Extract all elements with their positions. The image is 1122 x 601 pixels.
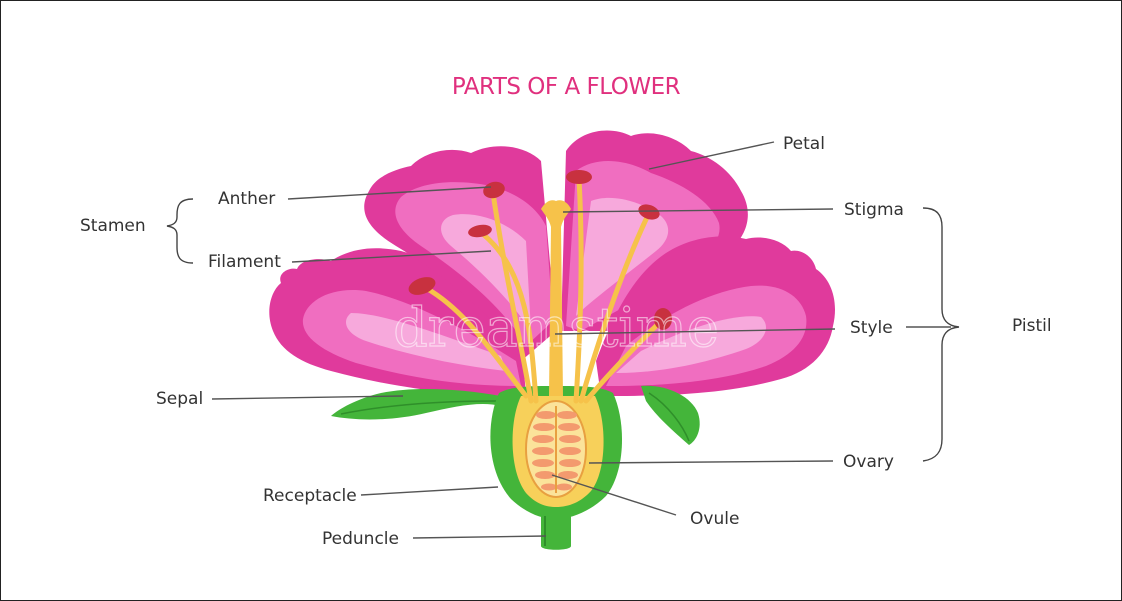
- receptacle-label: Receptacle: [263, 486, 357, 506]
- sepal-label: Sepal: [156, 389, 203, 409]
- filament-label: Filament: [208, 252, 281, 272]
- petal-label: Petal: [783, 134, 825, 154]
- anther-label: Anther: [218, 189, 275, 209]
- peduncle-label: Peduncle: [322, 529, 399, 549]
- stamen-label: Stamen: [80, 216, 146, 236]
- ovary-label: Ovary: [843, 452, 894, 472]
- stamen-brace: [167, 199, 193, 263]
- ovule-label: Ovule: [690, 509, 739, 529]
- peduncle-leader: [413, 536, 546, 538]
- pistil-brace: [923, 208, 959, 461]
- pistil-label: Pistil: [1012, 316, 1052, 336]
- diagram-title: PARTS OF A FLOWER: [452, 74, 681, 100]
- receptacle-leader: [361, 487, 498, 495]
- ovary-leader: [589, 461, 833, 463]
- stigma-label: Stigma: [844, 200, 904, 220]
- right-sepal: [641, 386, 700, 445]
- watermark-text: dreamstime: [393, 296, 719, 359]
- style-label: Style: [850, 318, 893, 338]
